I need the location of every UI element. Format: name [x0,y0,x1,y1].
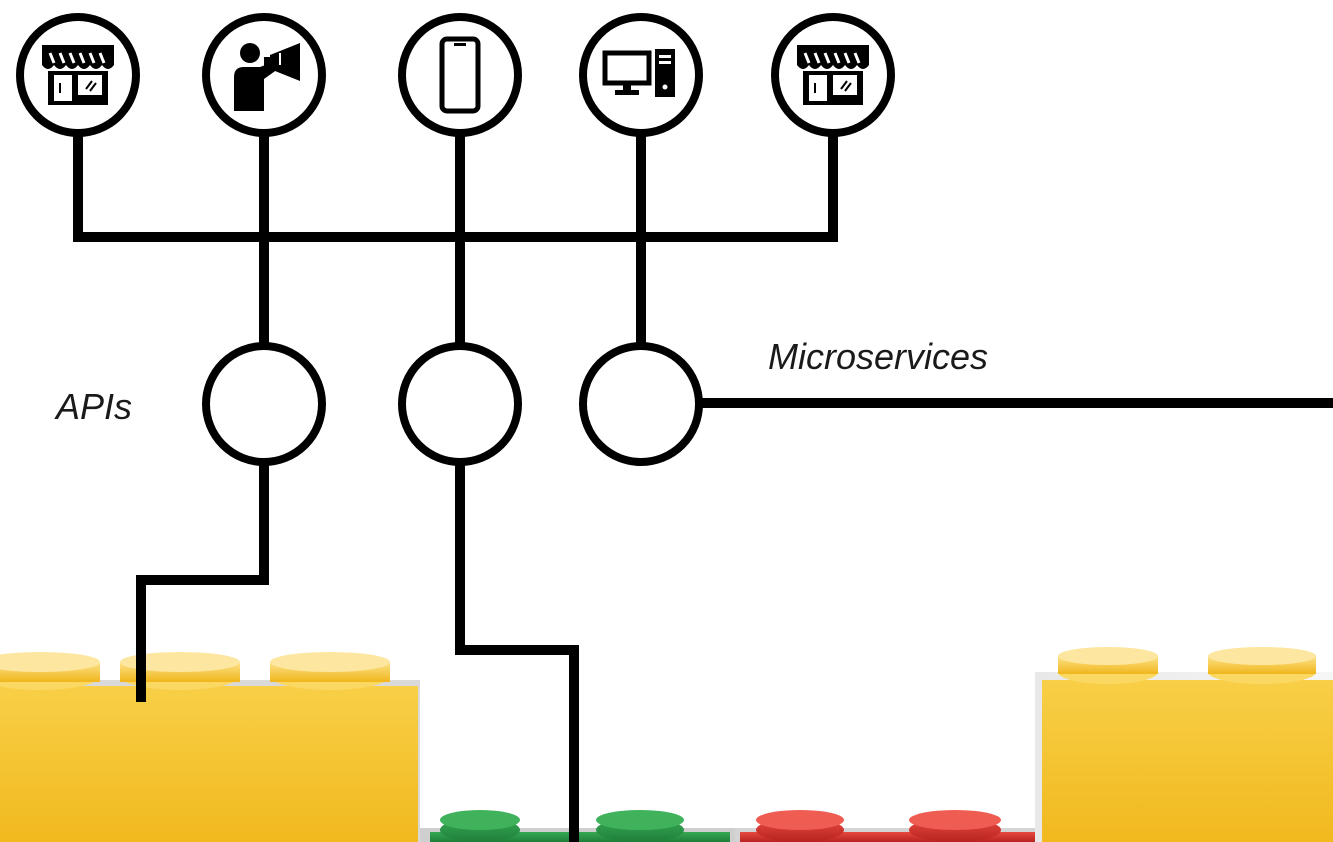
microservices-label: Microservices [768,336,989,377]
api-2-to-green-brick [455,463,579,842]
apis-label: APIs [56,386,133,427]
channel-icons [16,13,895,137]
yellow-brick-left [0,652,420,842]
storefront-icon [797,45,869,105]
api-nodes [202,342,703,466]
api-node-2 [398,342,522,466]
api-node-1 [202,342,326,466]
green-brick [420,810,740,842]
desktop-computer-icon [602,49,675,97]
red-brick [735,810,1045,842]
channel-marketing [202,13,326,137]
connector-lines [73,135,1333,842]
channel-storefront-1 [16,13,140,137]
yellow-brick-right [1035,647,1333,842]
lego-bricks [0,647,1333,842]
api-node-3 [579,342,703,466]
megaphone-person-icon [234,43,300,111]
channel-web [579,13,703,137]
channel-mobile [398,13,522,137]
channel-storefront-2 [771,13,895,137]
storefront-icon [42,45,114,105]
smartphone-icon [439,36,481,114]
api-1-to-yellow-brick [136,463,269,702]
